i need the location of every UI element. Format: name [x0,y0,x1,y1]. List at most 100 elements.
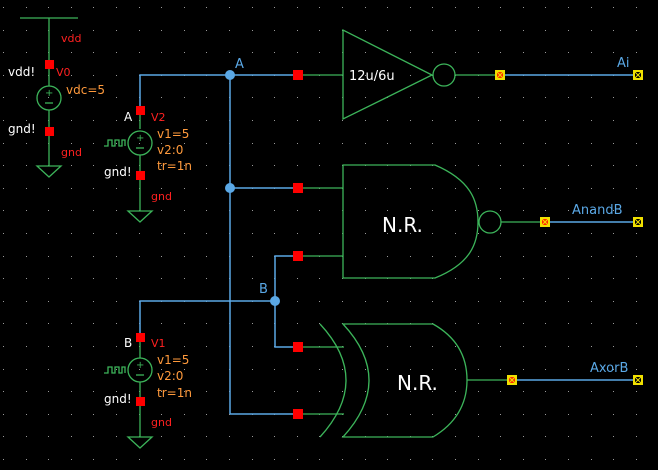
grid-dot [545,165,546,166]
xor-body [341,323,468,438]
grid-dot [636,369,637,370]
grid-dot [161,369,162,370]
nand-input-a-pin[interactable] [293,183,303,193]
grid-dot [161,436,162,437]
grid-dot [184,278,185,279]
nand-gate[interactable]: N.R. [293,164,545,279]
grid-dot [161,143,162,144]
grid-dot [139,143,140,144]
grid-dot [342,436,343,437]
xor-gate[interactable]: N.R. [293,323,512,438]
xor-input-b-pin[interactable] [293,409,303,419]
grid-dot [116,278,117,279]
grid-dot [71,210,72,211]
grid-dot [206,391,207,392]
grid-dot [478,278,479,279]
v2-gnd-net-label: gnd! [104,165,132,179]
grid-dot [478,52,479,53]
grid-dot [93,7,94,8]
v1-plus-pin[interactable] [136,333,145,342]
grid-dot [365,459,366,460]
grid-dot [3,369,4,370]
grid-dot [3,165,4,166]
nand-output-terminal[interactable] [540,217,550,227]
ai-output-pin[interactable] [633,70,643,80]
grid-dot [478,188,479,189]
grid-dot [71,165,72,166]
grid-dot [297,278,298,279]
net-b[interactable]: B [139,255,298,348]
grid-dot [613,323,614,324]
grid-dot [455,233,456,234]
grid-dot [568,233,569,234]
grid-dot [184,210,185,211]
grid-dot [161,7,162,8]
nand-input-b-pin[interactable] [293,251,303,261]
grid-dot [455,7,456,8]
grid-dot [116,165,117,166]
grid-dot [568,414,569,415]
grid-dot [591,165,592,166]
wire-b-horizontal[interactable] [139,300,275,333]
grid-dot [342,369,343,370]
grid-dot [613,165,614,166]
grid-dot [319,120,320,121]
grid-dot [523,188,524,189]
grid-dot [636,391,637,392]
inverter-size-label: 12u/6u [349,69,395,84]
grid-dot [252,52,253,53]
grid-dot [365,414,366,415]
v0-minus-pin[interactable] [45,127,54,136]
grid-dot [274,7,275,8]
grid-dot [184,30,185,31]
grid-dot [500,414,501,415]
ai-pin-label: Ai [617,56,630,71]
grid-dot [71,75,72,76]
grid-dot [319,210,320,211]
grid-dot [116,233,117,234]
grid-dot [387,369,388,370]
source-v2[interactable]: + A V2 v1=5 v2:0 tr=1n gnd! gnd [104,106,192,223]
v1-minus-pin[interactable] [136,397,145,406]
grid-dot [26,143,27,144]
net-a[interactable]: A [139,57,298,415]
grid-dot [591,301,592,302]
v2-plus-pin[interactable] [136,106,145,115]
grid-dot [206,188,207,189]
inverter-output-terminal[interactable] [495,70,505,80]
source-v1[interactable]: + B V1 v1=5 v2:0 tr=1n gnd! gnd [104,333,192,449]
output-anandb[interactable]: AnandB [540,203,643,227]
wire-a-top[interactable] [139,74,298,106]
source-v0[interactable]: + vdd vdd! V0 vdc=5 gnd! gnd [8,17,105,178]
output-ai[interactable]: Ai [495,56,643,80]
xor-output-terminal[interactable] [507,375,517,385]
grid-dot [365,75,366,76]
grid-dot [184,52,185,53]
grid-dot [568,210,569,211]
grid-dot [613,7,614,8]
grid-dot [478,143,479,144]
grid-dot [432,7,433,8]
grid-dot [229,7,230,8]
inverter-input-pin[interactable] [293,70,303,80]
grid-dot [319,30,320,31]
anandb-output-pin[interactable] [633,217,643,227]
v0-plus-pin[interactable] [45,60,54,69]
xor-input-a-pin[interactable] [293,342,303,352]
grid-dot [613,391,614,392]
grid-dot [3,323,4,324]
grid-dot [387,391,388,392]
v2-minus-pin[interactable] [136,171,145,180]
grid-dot [116,120,117,121]
grid-dot [455,256,456,257]
axorb-output-pin[interactable] [633,375,643,385]
grid-dot [71,414,72,415]
grid-dot [3,188,4,189]
grid-dot [71,97,72,98]
grid-dot [297,436,298,437]
output-axorb[interactable]: AxorB [507,361,643,385]
grid-dot [252,7,253,8]
inverter-gate[interactable]: 12u/6u [293,28,500,121]
grid-dot [545,143,546,144]
